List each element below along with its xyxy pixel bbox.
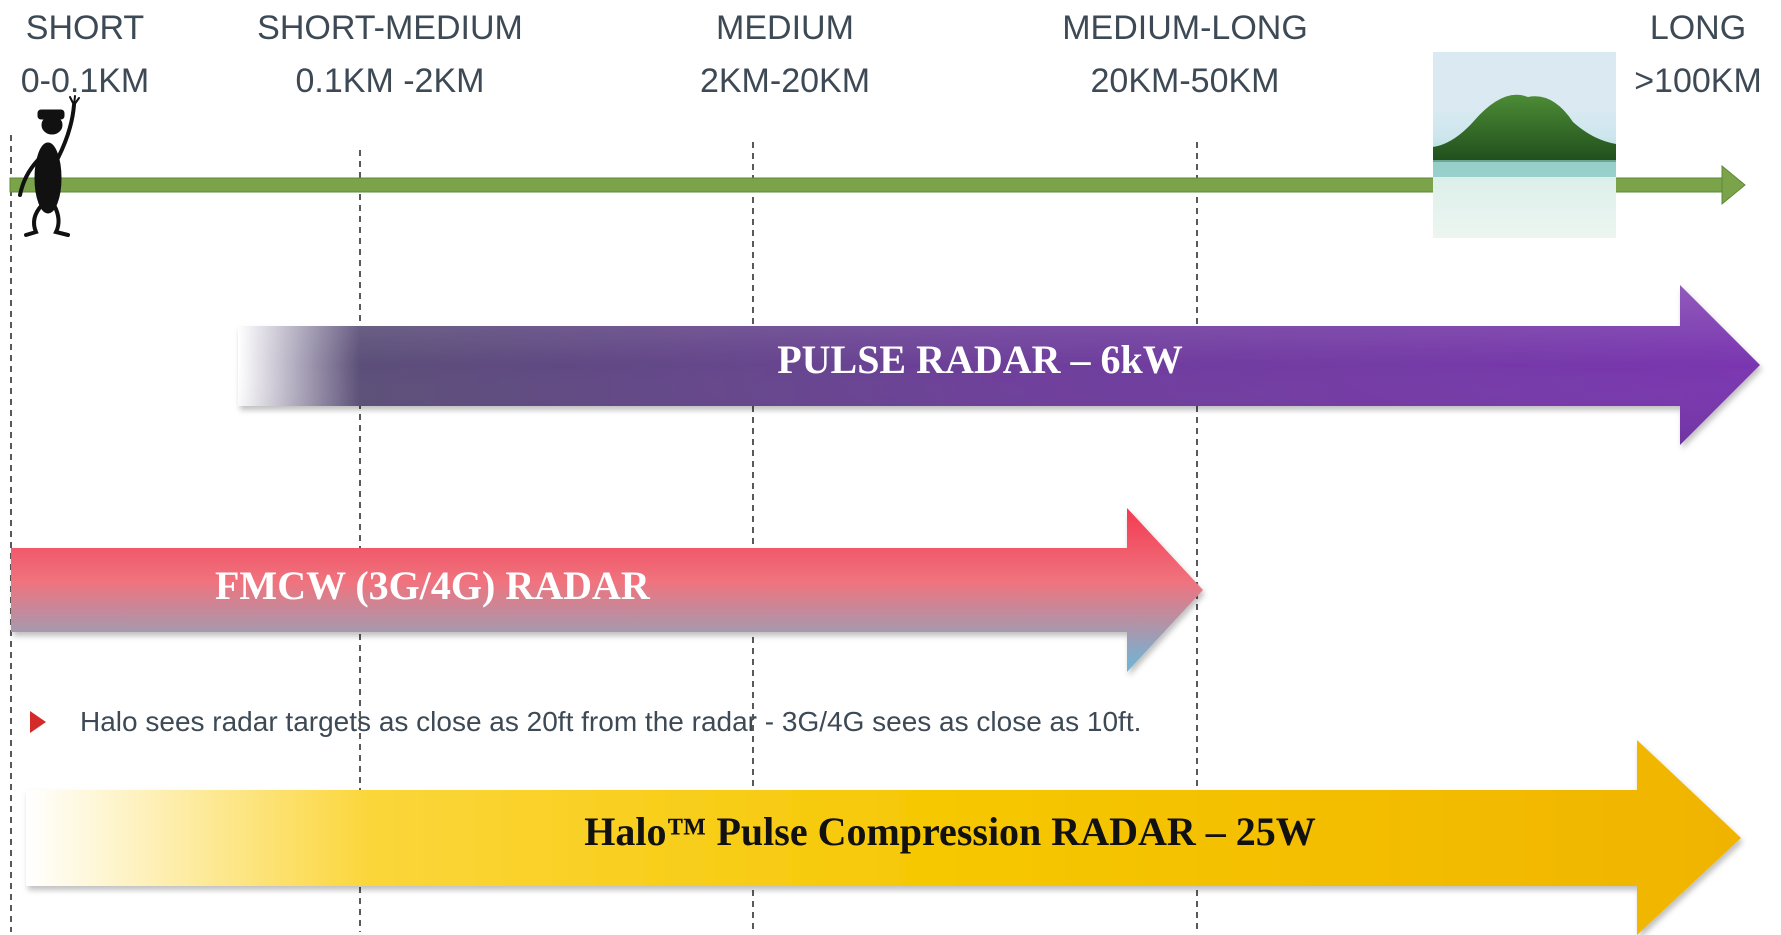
range-distance: 20KM-50KM: [1090, 62, 1280, 100]
range-label-medium-long: MEDIUM-LONG 20KM-50KM: [1025, 2, 1345, 108]
range-distance: 0.1KM -2KM: [295, 62, 485, 100]
halo-radar-label: Halo™ Pulse Compression RADAR – 25W: [584, 809, 1316, 854]
range-distance: 2KM-20KM: [699, 62, 871, 100]
pulse-radar-label: PULSE RADAR – 6kW: [777, 337, 1183, 382]
range-distance: 0-0.1KM: [20, 62, 150, 100]
note-text: Halo sees radar targets as close as 20ft…: [80, 706, 1142, 737]
range-label-short: SHORT 0-0.1KM: [0, 2, 170, 108]
range-distance: >100KM: [1634, 62, 1762, 100]
fmcw-radar-arrow: [11, 508, 1203, 672]
bullet-note: Halo sees radar targets as close as 20ft…: [30, 700, 1141, 744]
range-name: SHORT: [25, 9, 145, 47]
range-name: LONG: [1649, 9, 1747, 47]
distance-axis-arrow: [9, 164, 1746, 206]
halo-radar-arrow: [26, 740, 1741, 935]
fmcw-radar-label: FMCW (3G/4G) RADAR: [215, 563, 650, 608]
range-name: MEDIUM-LONG: [1062, 9, 1308, 47]
range-label-short-medium: SHORT-MEDIUM 0.1KM -2KM: [230, 2, 550, 108]
waving-person-icon: [18, 95, 80, 237]
island-photo: [1433, 52, 1616, 238]
pulse-radar-arrow: [238, 285, 1760, 445]
range-label-medium: MEDIUM 2KM-20KM: [660, 2, 910, 108]
range-name: SHORT-MEDIUM: [257, 9, 523, 47]
range-name: MEDIUM: [716, 9, 854, 47]
red-triangle-bullet-icon: [30, 711, 46, 733]
range-label-long: LONG >100KM: [1615, 2, 1781, 108]
